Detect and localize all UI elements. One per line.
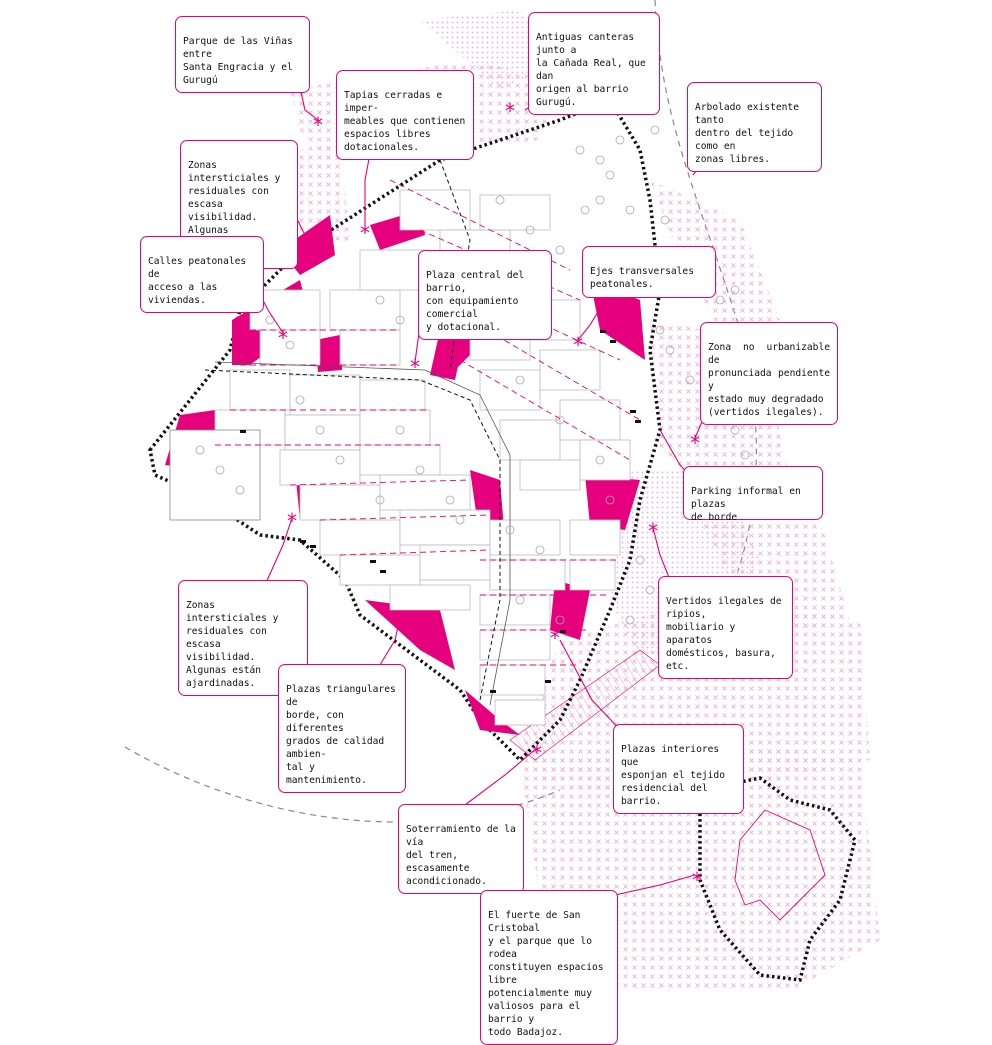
callout-text: Zonas intersticiales y residuales con es…: [186, 600, 279, 689]
main-street: [204, 369, 501, 701]
callout-peatonales: Calles peatonales de acceso a las vivien…: [140, 236, 264, 313]
callout-text: El fuerte de San Cristobal y el parque q…: [488, 910, 604, 1038]
callout-no-urbanizable: Zona no urbanizable de pronunciada pendi…: [700, 322, 838, 425]
callout-ejes: Ejes transversales peatonales.: [582, 246, 716, 298]
svg-text:*: *: [286, 509, 298, 533]
svg-text:*: *: [647, 519, 659, 543]
svg-text:*: *: [309, 249, 321, 273]
asterisk-icon: * * * * * * * * * * * * * *: [277, 99, 703, 892]
callout-text: Zona no urbanizable de pronunciada pendi…: [708, 342, 830, 418]
callout-text: Soterramiento de la vía del tren, escasa…: [406, 824, 516, 887]
svg-text:*: *: [504, 99, 516, 123]
callout-tapias: Tapias cerradas e imper- meables que con…: [336, 70, 474, 160]
callout-text: Arbolado existente tanto dentro del teji…: [695, 102, 799, 165]
callout-parking: Parking informal en plazas de borde: [683, 466, 823, 523]
callout-fuerte: El fuerte de San Cristobal y el parque q…: [480, 890, 618, 1045]
svg-text:*: *: [394, 609, 406, 633]
main-street-edge: [214, 361, 511, 706]
fort-outline: [734, 809, 826, 921]
svg-text:*: *: [409, 355, 421, 379]
callout-intersticiales-bottom: Zonas intersticiales y residuales con es…: [178, 580, 308, 696]
svg-text:*: *: [531, 741, 543, 765]
svg-text:*: *: [277, 326, 289, 350]
callout-text: Tapias cerradas e imper- meables que con…: [344, 90, 466, 153]
callout-plaza-central: Plaza central del barrio, con equipamien…: [418, 250, 552, 340]
callout-text: Plazas interiores que esponjan el tejido…: [621, 744, 725, 807]
callout-text: Parking informal en plazas de borde: [691, 486, 801, 523]
svg-text:*: *: [691, 868, 703, 892]
svg-text:*: *: [312, 113, 324, 137]
svg-text:*: *: [572, 333, 584, 357]
callout-text: Plazas triangulares de borde, con difere…: [286, 684, 396, 786]
svg-text:*: *: [689, 431, 701, 455]
parking-marks: [240, 330, 641, 693]
callout-vertidos: Vertidos ilegales de ripios, mobiliario …: [658, 576, 793, 679]
callout-text: Vertidos ilegales de ripios, mobiliario …: [666, 596, 782, 672]
callout-text: Antiguas canteras junto a la Cañada Real…: [536, 32, 646, 108]
callout-vinas: Parque de las Viñas entre Santa Engracia…: [175, 16, 310, 93]
callout-canteras: Antiguas canteras junto a la Cañada Real…: [528, 12, 660, 115]
pedestrian-streets: [215, 179, 641, 666]
callout-plazas-triangulares: Plazas triangulares de borde, con difere…: [278, 664, 406, 793]
fort-boundary: [698, 776, 857, 982]
svg-text:*: *: [549, 626, 561, 650]
callout-text: Ejes transversales peatonales.: [590, 266, 694, 290]
svg-text:*: *: [359, 221, 371, 245]
callout-text: Parque de las Viñas entre Santa Engracia…: [183, 36, 293, 86]
callout-text: Plaza central del barrio, con equipamien…: [426, 270, 525, 333]
callout-soterramiento: Soterramiento de la vía del tren, escasa…: [398, 804, 524, 894]
callout-arbolado: Arbolado existente tanto dentro del teji…: [687, 82, 822, 172]
callout-plazas-interiores: Plazas interiores que esponjan el tejido…: [613, 724, 744, 814]
callout-text: Calles peatonales de acceso a las vivien…: [148, 256, 247, 306]
